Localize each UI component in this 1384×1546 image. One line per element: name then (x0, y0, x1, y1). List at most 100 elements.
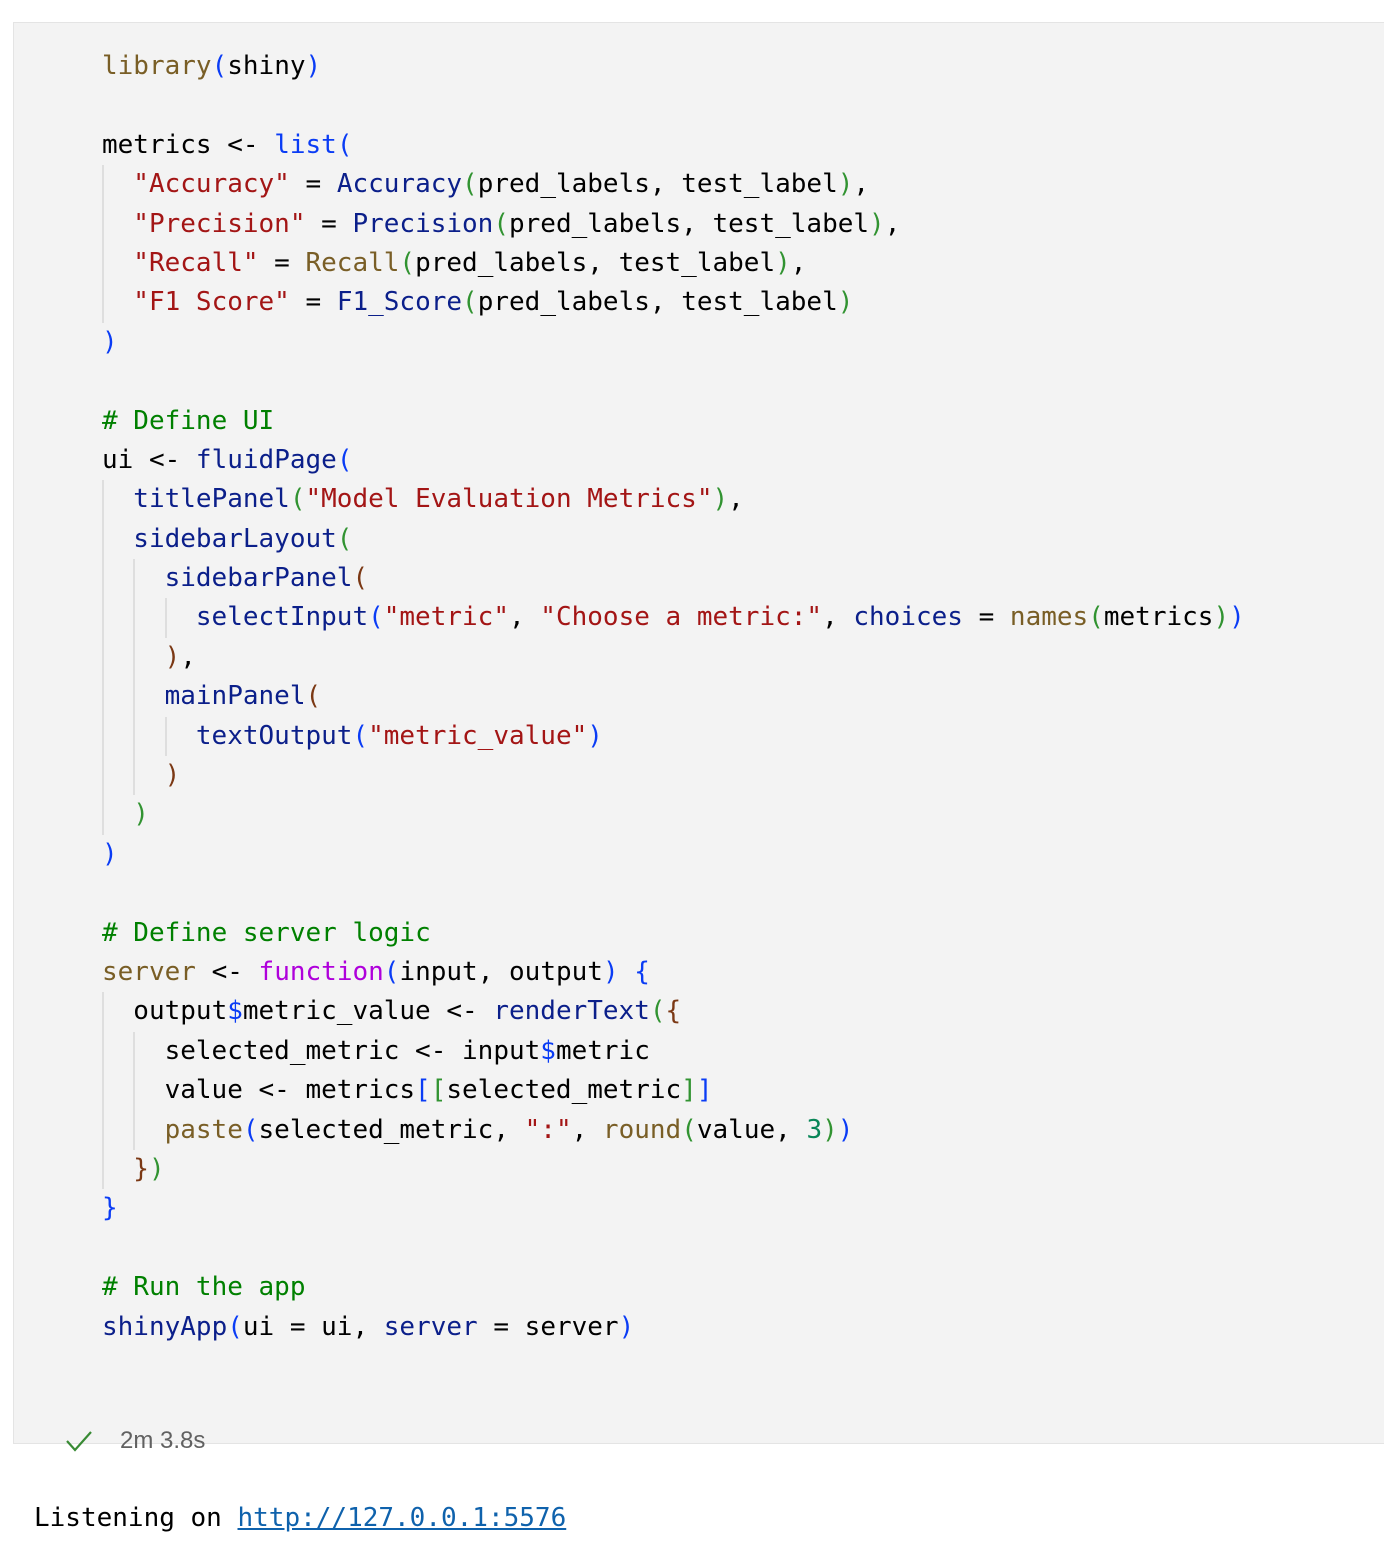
code-token: ( (352, 720, 369, 751)
code-token: round (602, 1114, 682, 1145)
code-token: ui <- (102, 444, 196, 475)
code-token: library (102, 51, 212, 81)
code-token: # Run the app (102, 1272, 306, 1303)
code-token: metric_value <- (242, 996, 494, 1027)
code-line: # Run the app (88, 1268, 1245, 1307)
indent-guide (133, 637, 136, 678)
code-line: # Define server logic (88, 914, 1245, 953)
code-line-content: # Run the app (88, 1272, 306, 1302)
code-token: , (728, 484, 744, 515)
code-line-content: ui <- fluidPage( (88, 445, 352, 475)
code-line: server <- function(input, output) { (88, 953, 1245, 992)
code-token: pred_labels, test_label (477, 287, 838, 318)
indent-guide (164, 716, 167, 757)
code-line-content: ) (88, 799, 149, 829)
code-line-content: "Precision" = Precision(pred_labels, tes… (88, 209, 900, 239)
code-line-content: # Define server logic (88, 918, 431, 948)
code-line: "Accuracy" = Accuracy(pred_labels, test_… (88, 165, 1245, 205)
code-token: selected_metric, (258, 1114, 525, 1145)
code-line (88, 362, 1245, 401)
indent-guide (102, 756, 104, 796)
code-line-content: output$metric_value <- renderText({ (88, 996, 681, 1026)
code-line: library(shiny) (88, 47, 1245, 86)
indent-guide (102, 1031, 104, 1072)
code-line: }) (88, 1149, 1245, 1190)
code-token: , (180, 641, 196, 672)
code-line-content: ), (88, 642, 196, 672)
code-token: ( (462, 287, 478, 318)
code-token: ( (289, 484, 306, 515)
check-icon (66, 1431, 92, 1452)
code-token: 3 (806, 1114, 823, 1145)
code-token: ( (368, 602, 384, 633)
code-token: output (133, 996, 228, 1027)
code-token: ) (775, 247, 791, 278)
code-token: ":" (524, 1114, 572, 1145)
code-token: ) (602, 956, 619, 987)
notebook-code-cell[interactable]: library(shiny)metrics <- list("Accuracy"… (13, 22, 1384, 1454)
code-token: ) (102, 838, 118, 869)
indent-guide (102, 283, 104, 323)
code-token: ( (336, 444, 353, 475)
server-url-link[interactable]: http://127.0.0.1:5576 (237, 1503, 567, 1533)
code-line (88, 1229, 1245, 1268)
code-line (88, 86, 1245, 125)
indent-guide (102, 677, 104, 717)
code-token: ) (587, 720, 603, 751)
code-token: selectInput (195, 602, 369, 633)
code-token: "F1 Score" (133, 287, 290, 318)
code-token: , (884, 208, 901, 239)
code-token: ) (148, 1153, 165, 1184)
code-token: textOutput (195, 720, 353, 751)
code-line-content: # Define UI (88, 406, 274, 436)
code-token: value <- metrics (164, 1075, 416, 1106)
code-token: F1_Score (336, 287, 463, 318)
code-line: metrics <- list( (88, 126, 1245, 165)
code-line-content: textOutput("metric_value") (88, 721, 603, 751)
code-token: ] (681, 1075, 697, 1106)
indent-guide (102, 1110, 104, 1150)
code-token: } (133, 1153, 149, 1184)
output-text: Listening on (34, 1503, 238, 1533)
code-token: = server (477, 1311, 619, 1342)
indent-guide (102, 992, 104, 1032)
code-token: ) (837, 287, 854, 318)
code-token: sidebarLayout (133, 523, 337, 554)
code-token: ) (822, 1114, 838, 1145)
code-line: "Recall" = Recall(pred_labels, test_labe… (88, 243, 1245, 284)
code-line: # Define UI (88, 402, 1245, 441)
code-token: ) (102, 326, 118, 357)
code-token: $ (540, 1035, 556, 1066)
indent-guide (102, 637, 104, 678)
code-token: metric (555, 1035, 650, 1066)
code-line-content: } (88, 1193, 118, 1223)
code-token: = (289, 169, 337, 200)
code-token: shiny (227, 51, 306, 81)
code-token: ( (462, 169, 478, 200)
code-line: shinyApp(ui = ui, server = server) (88, 1308, 1245, 1347)
code-token: ( (493, 208, 509, 239)
code-token: ( (383, 956, 400, 987)
indent-guide (102, 559, 104, 599)
code-line: "F1 Score" = F1_Score(pred_labels, test_… (88, 283, 1245, 323)
code-token: "Recall" (133, 247, 259, 278)
code-line-content: server <- function(input, output) { (88, 957, 650, 987)
code-token: , (790, 247, 807, 278)
code-token: ( (242, 1114, 259, 1145)
code-token: ) (837, 1114, 854, 1145)
code-line-content: }) (88, 1153, 165, 1184)
code-line-content: shinyApp(ui = ui, server = server) (88, 1312, 634, 1342)
code-line-content: selected_metric <- input$metric (88, 1036, 650, 1066)
code-token: metrics (1103, 602, 1214, 633)
indent-guide (102, 716, 104, 757)
code-line: ) (88, 835, 1245, 874)
code-line-content: sidebarPanel( (88, 563, 369, 593)
code-token: = (962, 602, 1010, 633)
code-token: list (274, 129, 337, 160)
code-token: ( (336, 523, 353, 554)
code-line: ) (88, 756, 1245, 796)
code-line: output$metric_value <- renderText({ (88, 992, 1245, 1032)
code-token: ) (305, 51, 322, 81)
code-token: ) (712, 484, 729, 515)
code-editor[interactable]: library(shiny)metrics <- list("Accuracy"… (88, 47, 1245, 1347)
